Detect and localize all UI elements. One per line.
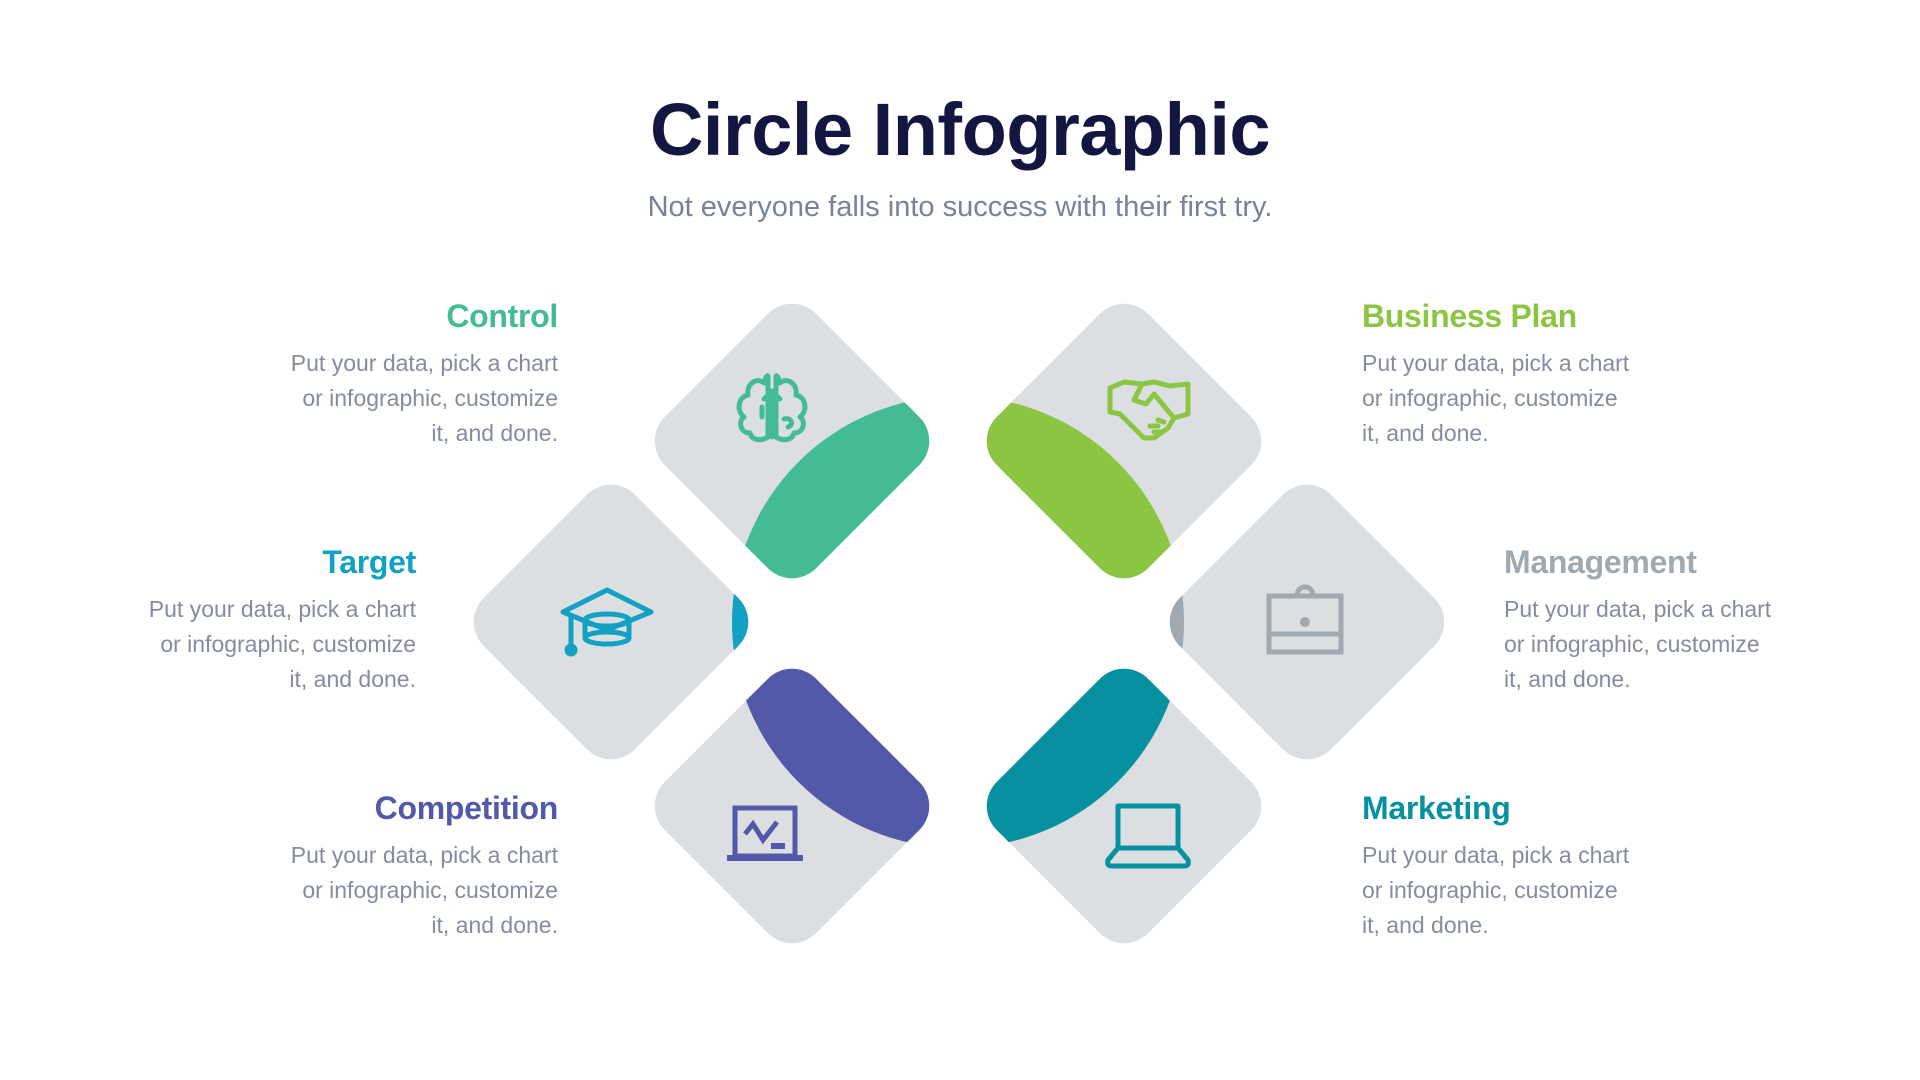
body-line: or infographic, customize xyxy=(1362,877,1618,903)
body-line: it, and done. xyxy=(1362,420,1489,446)
item-competition: Competition Put your data, pick a chart … xyxy=(238,788,559,943)
body-line: Put your data, pick a chart xyxy=(148,596,416,622)
body-line: Put your data, pick a chart xyxy=(1504,596,1772,622)
item-marketing: Marketing Put your data, pick a chart or… xyxy=(1362,788,1682,943)
body-line: or infographic, customize xyxy=(1504,631,1760,657)
body-line: Put your data, pick a chart xyxy=(1362,842,1630,868)
diamond-business-plan xyxy=(972,303,1262,593)
item-body-competition: Put your data, pick a chart or infograph… xyxy=(238,838,558,943)
presentation-board-icon xyxy=(727,805,803,861)
item-title-competition: Competition xyxy=(374,790,559,826)
item-title-marketing: Marketing xyxy=(1362,790,1511,826)
item-title-control: Control xyxy=(446,298,558,334)
item-title-management: Management xyxy=(1504,544,1697,580)
item-control: Control Put your data, pick a chart or i… xyxy=(238,296,559,451)
body-line: Put your data, pick a chart xyxy=(290,842,558,868)
body-line: or infographic, customize xyxy=(302,385,558,411)
laptop-icon xyxy=(1105,803,1191,869)
body-line: it, and done. xyxy=(431,912,558,938)
graduation-cap-icon xyxy=(560,587,654,657)
body-line: it, and done. xyxy=(1504,666,1631,692)
item-body-marketing: Put your data, pick a chart or infograph… xyxy=(1362,838,1682,943)
item-body-target: Put your data, pick a chart or infograph… xyxy=(96,592,416,697)
briefcase-icon xyxy=(1266,584,1344,655)
body-line: or infographic, customize xyxy=(1362,385,1618,411)
body-line: Put your data, pick a chart xyxy=(1362,350,1630,376)
item-management: Management Put your data, pick a chart o… xyxy=(1504,542,1824,697)
segment-control xyxy=(732,396,944,593)
segment-competition xyxy=(732,654,944,848)
diamond-control xyxy=(654,303,944,593)
body-line: Put your data, pick a chart xyxy=(290,350,558,376)
diamond-target xyxy=(473,470,763,774)
item-title-target: Target xyxy=(322,544,416,580)
segment-business-plan xyxy=(972,396,1184,593)
item-body-business-plan: Put your data, pick a chart or infograph… xyxy=(1362,346,1682,451)
body-line: or infographic, customize xyxy=(302,877,558,903)
body-line: or infographic, customize xyxy=(160,631,416,657)
body-line: it, and done. xyxy=(431,420,558,446)
brain-icon xyxy=(736,373,808,443)
item-business-plan: Business Plan Put your data, pick a char… xyxy=(1362,296,1682,451)
handshake-icon xyxy=(1107,379,1191,441)
item-target: Target Put your data, pick a chart or in… xyxy=(96,542,417,697)
page-title: Circle Infographic xyxy=(649,88,1271,171)
body-line: it, and done. xyxy=(289,666,416,692)
body-line: it, and done. xyxy=(1362,912,1489,938)
item-title-business-plan: Business Plan xyxy=(1362,298,1577,334)
page-subtitle: Not everyone falls into success with the… xyxy=(647,191,1273,223)
item-body-management: Put your data, pick a chart or infograph… xyxy=(1504,592,1824,697)
segment-marketing xyxy=(972,654,1184,848)
item-body-control: Put your data, pick a chart or infograph… xyxy=(238,346,558,451)
